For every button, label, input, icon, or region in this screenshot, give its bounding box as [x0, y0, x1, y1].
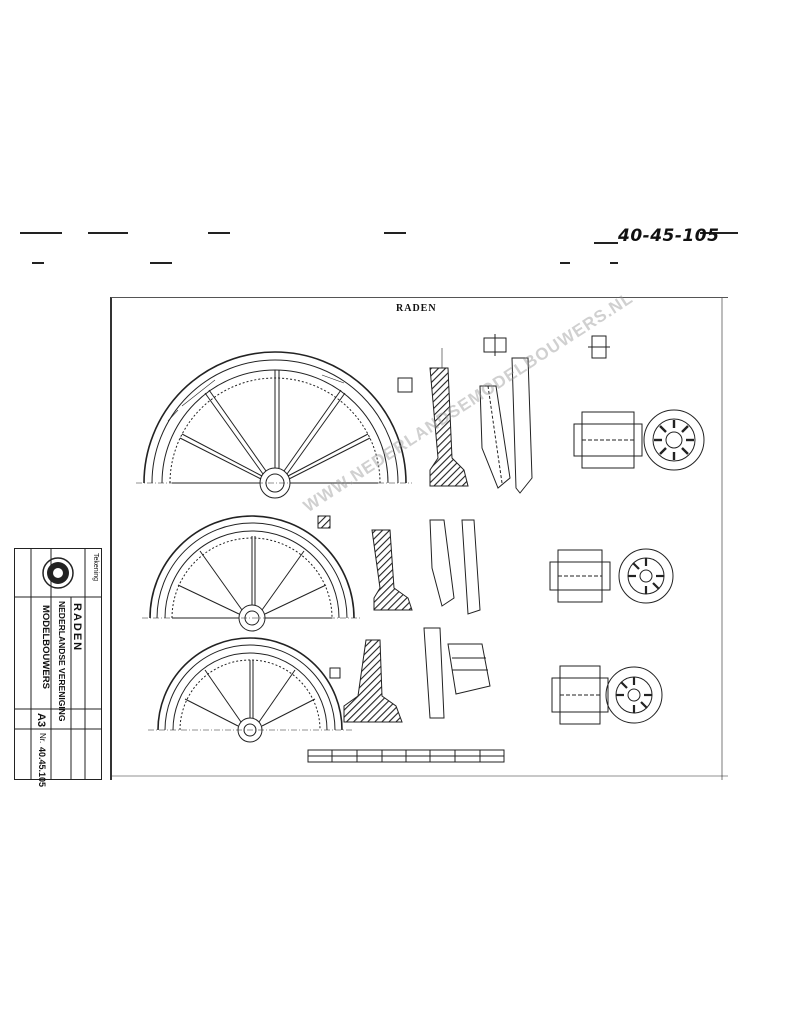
scan-mark: [610, 262, 618, 264]
spoke-section-large: [429, 348, 469, 487]
title-block-header: Tekening: [92, 553, 99, 582]
scan-mark: [700, 232, 738, 234]
drawing-subject: RADEN: [71, 603, 83, 653]
spoke-section-medium: [371, 529, 413, 611]
technical-drawing-sheet: RADEN: [110, 297, 728, 780]
drawing-reference-number: 40-45-105: [618, 226, 720, 246]
scan-mark: [208, 232, 230, 234]
scan-mark: [88, 232, 128, 234]
scale-bar: [307, 749, 505, 763]
scan-mark: [560, 262, 570, 264]
small-detail-box: [397, 377, 413, 393]
felloe-section-medium: [429, 519, 481, 615]
scan-mark: [594, 242, 618, 244]
association-name-line2: MODELBOUWERS: [40, 605, 51, 689]
hub-detail-large: [573, 409, 705, 471]
title-block-grid: [15, 549, 101, 779]
association-name-line1: NEDERLANDSE VERENIGING: [57, 601, 67, 722]
large-wheel-elevation: [136, 351, 412, 499]
scan-mark: [384, 232, 406, 234]
medium-wheel-elevation: [142, 515, 362, 632]
hub-detail-medium: [549, 548, 674, 604]
felloe-section-large: [479, 357, 533, 494]
association-logo-icon: [42, 557, 74, 589]
wheel-drawings-svg: [112, 298, 728, 780]
scan-mark: [32, 262, 44, 264]
scan-mark: [20, 232, 62, 234]
paper-format: A3: [35, 713, 47, 728]
spoke-section-small: [343, 639, 403, 723]
title-block: Tekening RADEN NEDERLANDSE VERENIGING MO…: [14, 548, 102, 787]
hub-detail-small: [551, 665, 663, 725]
drawing-number: 40.45.105: [37, 747, 47, 788]
sheet-title: RADEN: [396, 303, 437, 314]
felloe-section-small: [423, 627, 491, 719]
small-wheel-elevation: [148, 637, 352, 743]
scan-mark: [150, 262, 172, 264]
drawing-number-label: Nr.: [38, 733, 47, 744]
